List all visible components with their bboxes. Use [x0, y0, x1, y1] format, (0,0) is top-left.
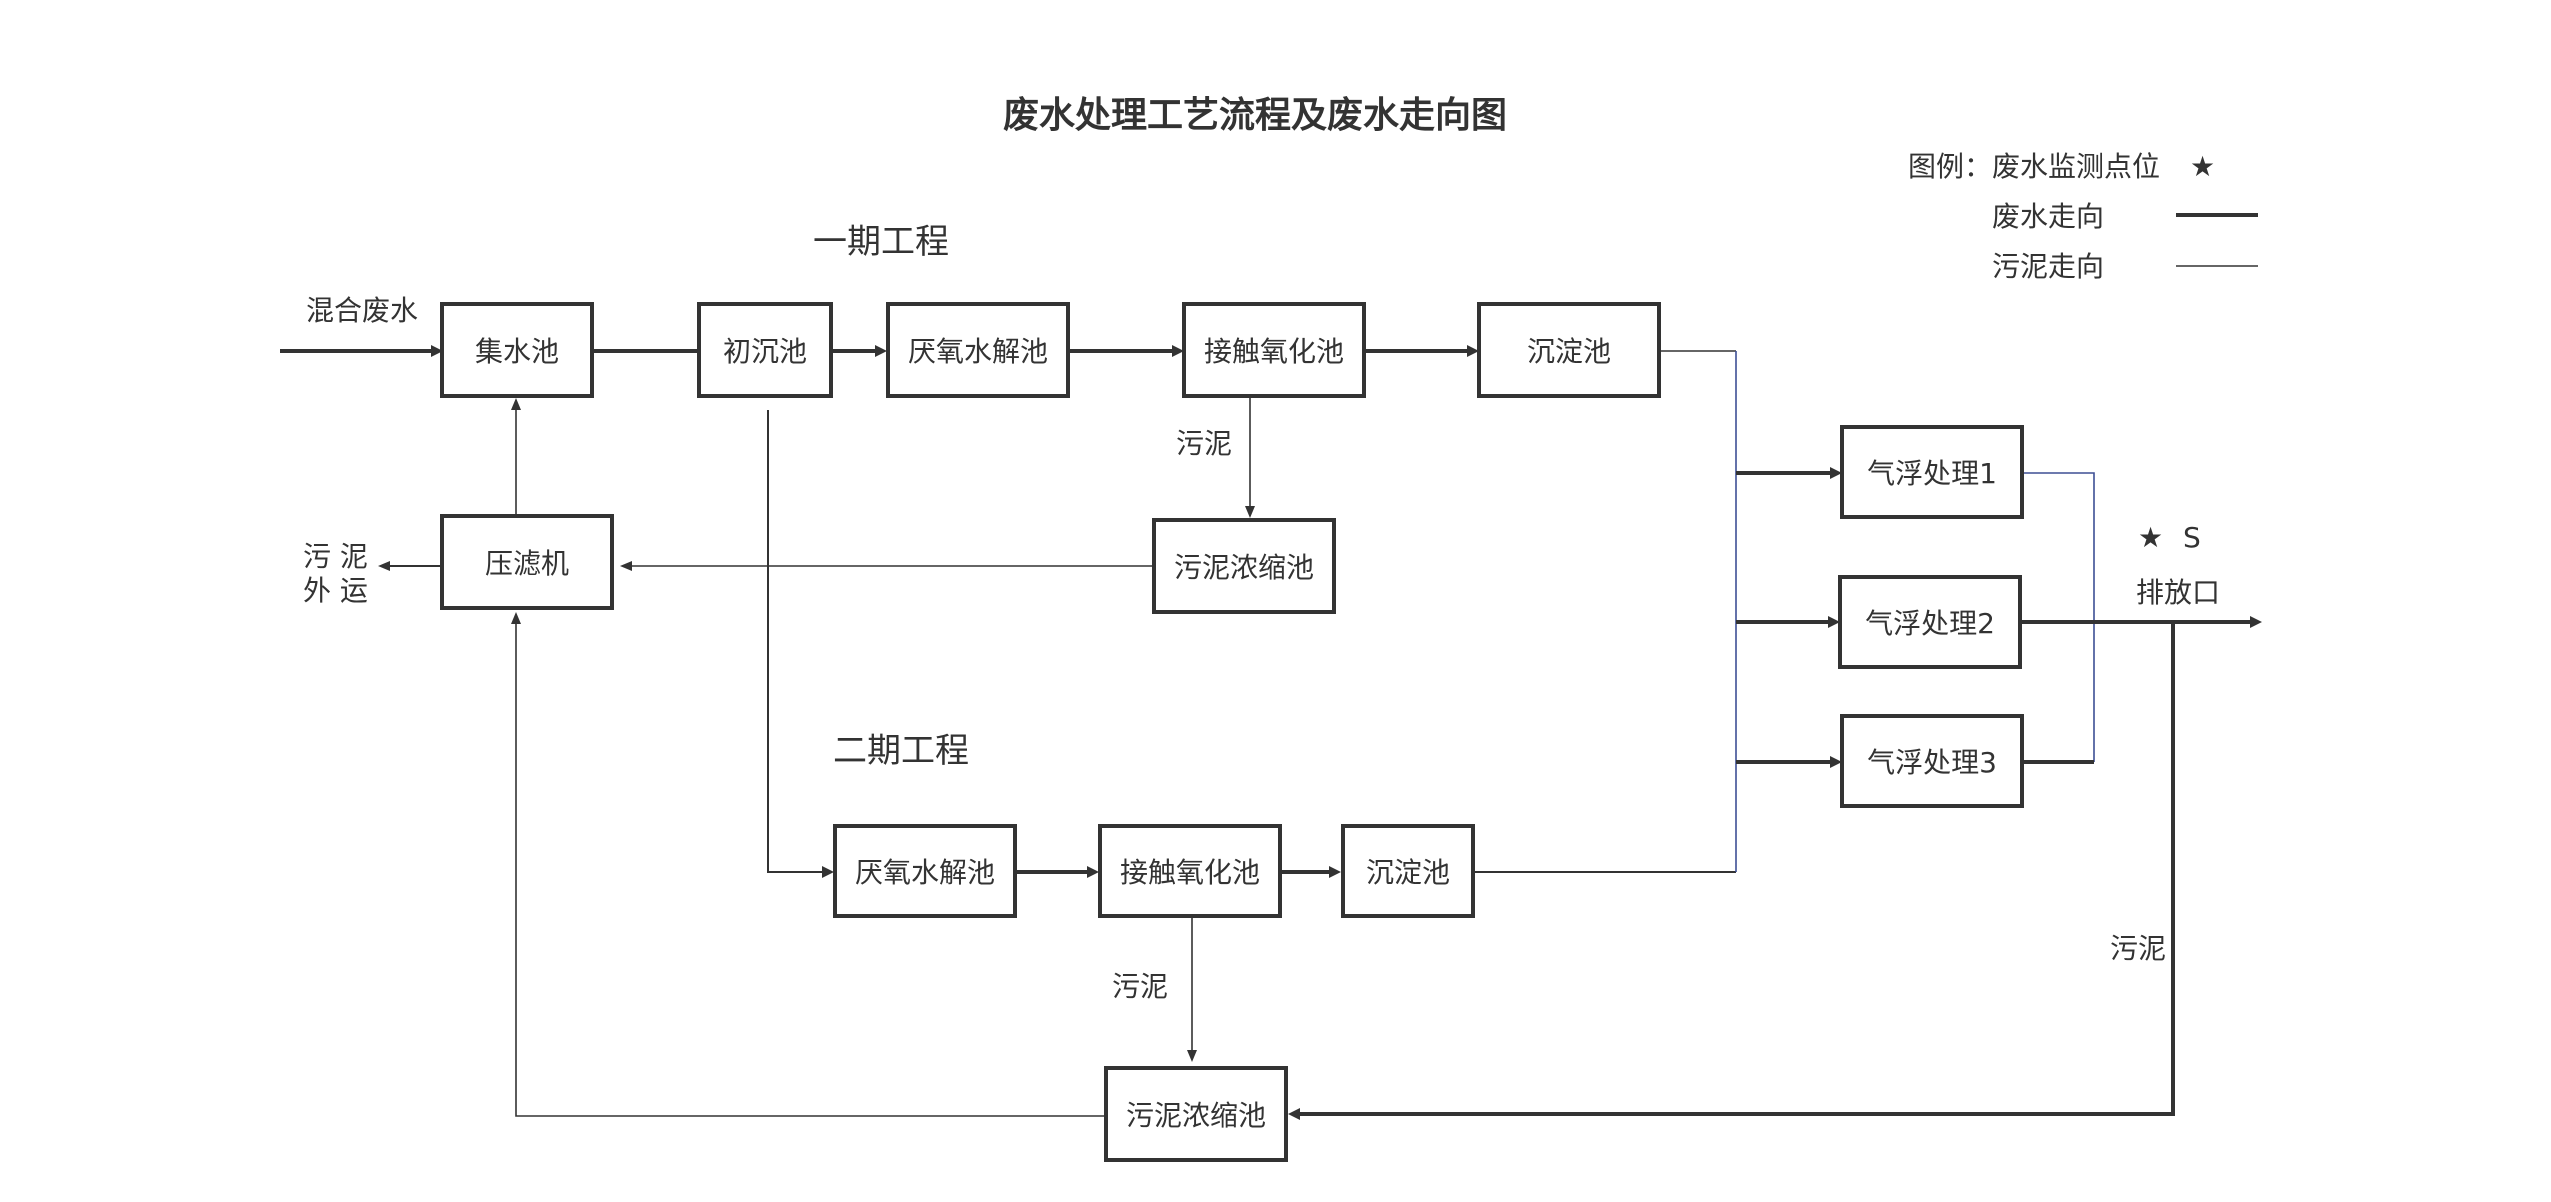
primary-settling-box — [697, 302, 833, 398]
primary-settling-node: 初沉池 — [697, 302, 833, 398]
anaerobic-hydrolysis-node: 厌氧水解池 — [886, 302, 1070, 398]
outlet-sludge-return-line — [1300, 622, 2175, 1116]
anaerobic-to-oxidation-arrowhead — [1172, 345, 1184, 357]
collector-to-flotation2-arrowhead — [1828, 616, 1840, 628]
press-to-collection-arrowhead — [511, 398, 521, 410]
p2-sedimentation-label: 沉淀池 — [1366, 856, 1450, 889]
outlet-monitor-code: S — [2183, 521, 2201, 554]
sedimentation-label: 沉淀池 — [1527, 335, 1611, 368]
connectors — [280, 345, 2262, 1120]
p2-contact-oxidation-box — [1098, 824, 1282, 918]
p2-oxidation-to-sedimentation-arrowhead — [1329, 866, 1341, 878]
flotation2-box — [1838, 575, 2022, 669]
p2-anaerobic-hydrolysis-label: 厌氧水解池 — [855, 856, 995, 889]
p2-anaerobic-hydrolysis-box — [833, 824, 1017, 918]
outlet-star-icon: ★ — [2138, 521, 2163, 554]
sludge-out-line1: 污 泥 — [303, 540, 368, 573]
flotation1-output-line — [2022, 472, 2095, 762]
flotation1-box — [1840, 425, 2024, 519]
flotation2-label: 气浮处理2 — [1865, 607, 1995, 640]
collection-tank-box — [440, 302, 594, 398]
collection-tank-label: 集水池 — [475, 335, 559, 368]
discharge-arrowhead — [2250, 616, 2262, 628]
p2-contact-oxidation-node: 接触氧化池 — [1098, 824, 1282, 918]
filter-press-label: 压滤机 — [485, 547, 569, 580]
primary-to-phase2-arrowhead — [822, 866, 834, 878]
sedimentation-box — [1477, 302, 1661, 398]
collector-to-flotation3-arrowhead — [1830, 756, 1842, 768]
anaerobic-hydrolysis-label: 厌氧水解池 — [908, 335, 1048, 368]
phase2-label: 二期工程 — [833, 731, 969, 771]
phase2-sludge-label: 污泥 — [1112, 970, 1168, 1003]
flotation3-box — [1840, 714, 2024, 808]
flotation2-node: 气浮处理2 — [1838, 575, 2022, 669]
sludge-out-line2: 外 运 — [303, 574, 368, 607]
primary-settling-label: 初沉池 — [723, 335, 807, 368]
inflow-arrowhead — [431, 345, 443, 357]
p2-anaerobic-to-oxidation-arrowhead — [1087, 866, 1099, 878]
phase1-label: 一期工程 — [813, 222, 949, 262]
contact-oxidation-box — [1182, 302, 1366, 398]
outlet-sludge-label: 污泥 — [2110, 932, 2166, 965]
contact-oxidation-node: 接触氧化池 — [1182, 302, 1366, 398]
p2-sludge-thickener-box — [1104, 1066, 1288, 1162]
p2-anaerobic-hydrolysis-node: 厌氧水解池 — [833, 824, 1017, 918]
phase1-sludge-thickener-node: 污泥浓缩池 — [1152, 518, 1336, 614]
phase1-sludge-thickener-box — [1152, 518, 1336, 614]
legend-wastewater-label: 废水走向 — [1992, 200, 2104, 233]
inflow-label: 混合废水 — [306, 294, 418, 327]
p2-sludge-thickener-label: 污泥浓缩池 — [1126, 1099, 1266, 1132]
legend-prefix: 图例： — [1908, 150, 1992, 183]
p2-sludge-thickener-node: 污泥浓缩池 — [1104, 1066, 1288, 1162]
flotation1-node: 气浮处理1 — [1840, 425, 2024, 519]
p2-thickener-to-press-line — [515, 622, 1106, 1117]
flotation3-label: 气浮处理3 — [1867, 746, 1997, 779]
phase1-sludge-down-arrowhead — [1245, 506, 1255, 518]
flotation3-node: 气浮处理3 — [1840, 714, 2024, 808]
oxidation-to-sedimentation-arrowhead — [1467, 345, 1479, 357]
anaerobic-hydrolysis-box — [886, 302, 1070, 398]
p2-sedimentation-node: 沉淀池 — [1341, 824, 1475, 918]
p2-thickener-to-press-arrowhead — [511, 612, 521, 624]
collector-to-flotation1-arrowhead — [1830, 467, 1842, 479]
legend-sludge-label: 污泥走向 — [1992, 250, 2104, 283]
diagram-title: 废水处理工艺流程及废水走向图 — [1003, 95, 1507, 136]
primary-to-anaerobic-arrowhead — [875, 345, 887, 357]
filter-press-box — [440, 514, 614, 610]
press-to-outside-arrowhead — [378, 561, 390, 571]
filter-press-node: 压滤机 — [440, 514, 614, 610]
outlet-sludge-return-arrowhead — [1288, 1108, 1300, 1120]
phase1-sludge-label: 污泥 — [1176, 427, 1232, 460]
p2-sedimentation-box — [1341, 824, 1475, 918]
p2-contact-oxidation-label: 接触氧化池 — [1120, 856, 1260, 889]
flotation1-label: 气浮处理1 — [1867, 457, 1997, 490]
sedimentation-node: 沉淀池 — [1477, 302, 1661, 398]
collection-tank-node: 集水池 — [440, 302, 594, 398]
legend: 图例： 废水监测点位 ★ 废水走向 污泥走向 — [1908, 150, 2258, 283]
outlet-label: 排放口 — [2136, 576, 2220, 609]
contact-oxidation-label: 接触氧化池 — [1204, 335, 1344, 368]
legend-star-icon: ★ — [2190, 150, 2215, 183]
phase2-sludge-down-arrowhead — [1187, 1050, 1197, 1062]
thickener-to-press-arrowhead — [620, 561, 632, 571]
legend-monitor-label: 废水监测点位 — [1992, 150, 2160, 183]
primary-to-phase2-line — [767, 410, 824, 873]
phase1-sludge-thickener-label: 污泥浓缩池 — [1174, 551, 1314, 584]
